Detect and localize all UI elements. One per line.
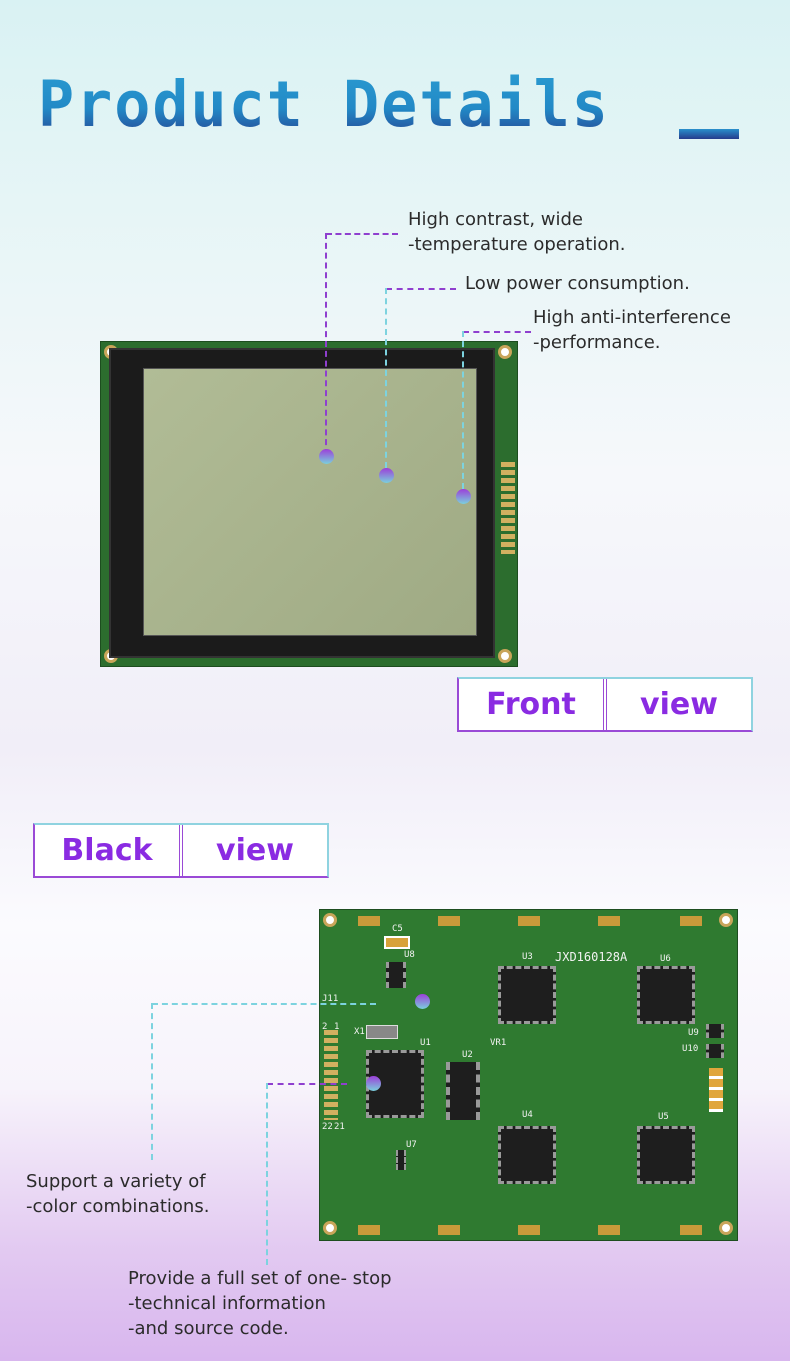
chip-u10 bbox=[706, 1044, 724, 1058]
callout-dot bbox=[415, 994, 430, 1009]
callout-line bbox=[266, 1083, 268, 1265]
callout-dot bbox=[379, 468, 394, 483]
front-view-tag: Front view bbox=[457, 677, 753, 732]
callout-line bbox=[152, 1003, 376, 1005]
tag-label: view bbox=[179, 825, 327, 876]
capacitors-c6-c9 bbox=[709, 1068, 723, 1112]
title-accent-bar bbox=[679, 129, 739, 139]
tag-label: Black bbox=[61, 833, 153, 868]
page-title: Product Details bbox=[38, 68, 610, 142]
lcd-screen bbox=[143, 368, 477, 636]
silk-label: J11 bbox=[322, 994, 339, 1004]
crystal-x1 bbox=[366, 1025, 398, 1039]
callout-text: High contrast, wide-temperature operatio… bbox=[408, 209, 626, 255]
callout-line bbox=[385, 288, 387, 468]
silk-label: U2 bbox=[462, 1050, 473, 1060]
chip-u4 bbox=[498, 1126, 556, 1184]
silk-label: 2 bbox=[322, 1022, 328, 1032]
tag-label: view bbox=[603, 679, 751, 730]
callout-line bbox=[151, 1003, 153, 1160]
capacitor-c5 bbox=[384, 936, 410, 949]
tag-label: Front bbox=[486, 687, 576, 722]
silk-label: X1 bbox=[354, 1027, 365, 1037]
callout-line bbox=[462, 331, 464, 489]
silk-label: U1 bbox=[420, 1038, 431, 1048]
callout-line bbox=[463, 331, 531, 333]
chip-u9 bbox=[706, 1024, 724, 1038]
callout-line bbox=[326, 233, 398, 235]
silk-label: U3 bbox=[522, 952, 533, 962]
silk-label: U6 bbox=[660, 954, 671, 964]
callout-dot bbox=[456, 489, 471, 504]
pin-header bbox=[324, 1030, 338, 1120]
callout-dot bbox=[319, 449, 334, 464]
silk-label: U7 bbox=[406, 1140, 417, 1150]
callout-text: Provide a full set of one- stop-technica… bbox=[128, 1268, 392, 1339]
silk-label: U5 bbox=[658, 1112, 669, 1122]
silk-label: VR1 bbox=[490, 1038, 507, 1048]
silk-label: U4 bbox=[522, 1110, 533, 1120]
lcd-bezel bbox=[109, 348, 495, 658]
chip-u5 bbox=[637, 1126, 695, 1184]
silk-label: U9 bbox=[688, 1028, 699, 1038]
chip-u6 bbox=[637, 966, 695, 1024]
back-view-tag: Black view bbox=[33, 823, 329, 878]
pin-header bbox=[501, 462, 515, 554]
callout-text: Low power consumption. bbox=[465, 273, 690, 294]
silk-label: U10 bbox=[682, 1044, 699, 1054]
chip-u3 bbox=[498, 966, 556, 1024]
chip-u8 bbox=[386, 962, 406, 988]
callout-dot bbox=[366, 1076, 381, 1091]
silk-label: 1 bbox=[334, 1022, 340, 1032]
callout-line bbox=[267, 1083, 347, 1085]
silk-label: 21 bbox=[334, 1122, 345, 1132]
callout-text: Support a variety of-color combinations. bbox=[26, 1171, 210, 1217]
pcb-model-label: JXD160128A bbox=[555, 950, 628, 964]
lcd-module-front bbox=[100, 341, 518, 667]
callout-line bbox=[325, 233, 327, 455]
callout-text: High anti-interference-performance. bbox=[533, 307, 731, 353]
callout-line bbox=[386, 288, 456, 290]
pcb-back: C5 JXD160128A 2 1 21 22 X1 U1 U2 U3 U4 U… bbox=[319, 909, 738, 1241]
silk-label: U8 bbox=[404, 950, 415, 960]
silk-label: 22 bbox=[322, 1122, 333, 1132]
silk-label: C5 bbox=[392, 924, 403, 934]
chip-u7 bbox=[396, 1150, 406, 1170]
chip-u2 bbox=[446, 1062, 480, 1120]
